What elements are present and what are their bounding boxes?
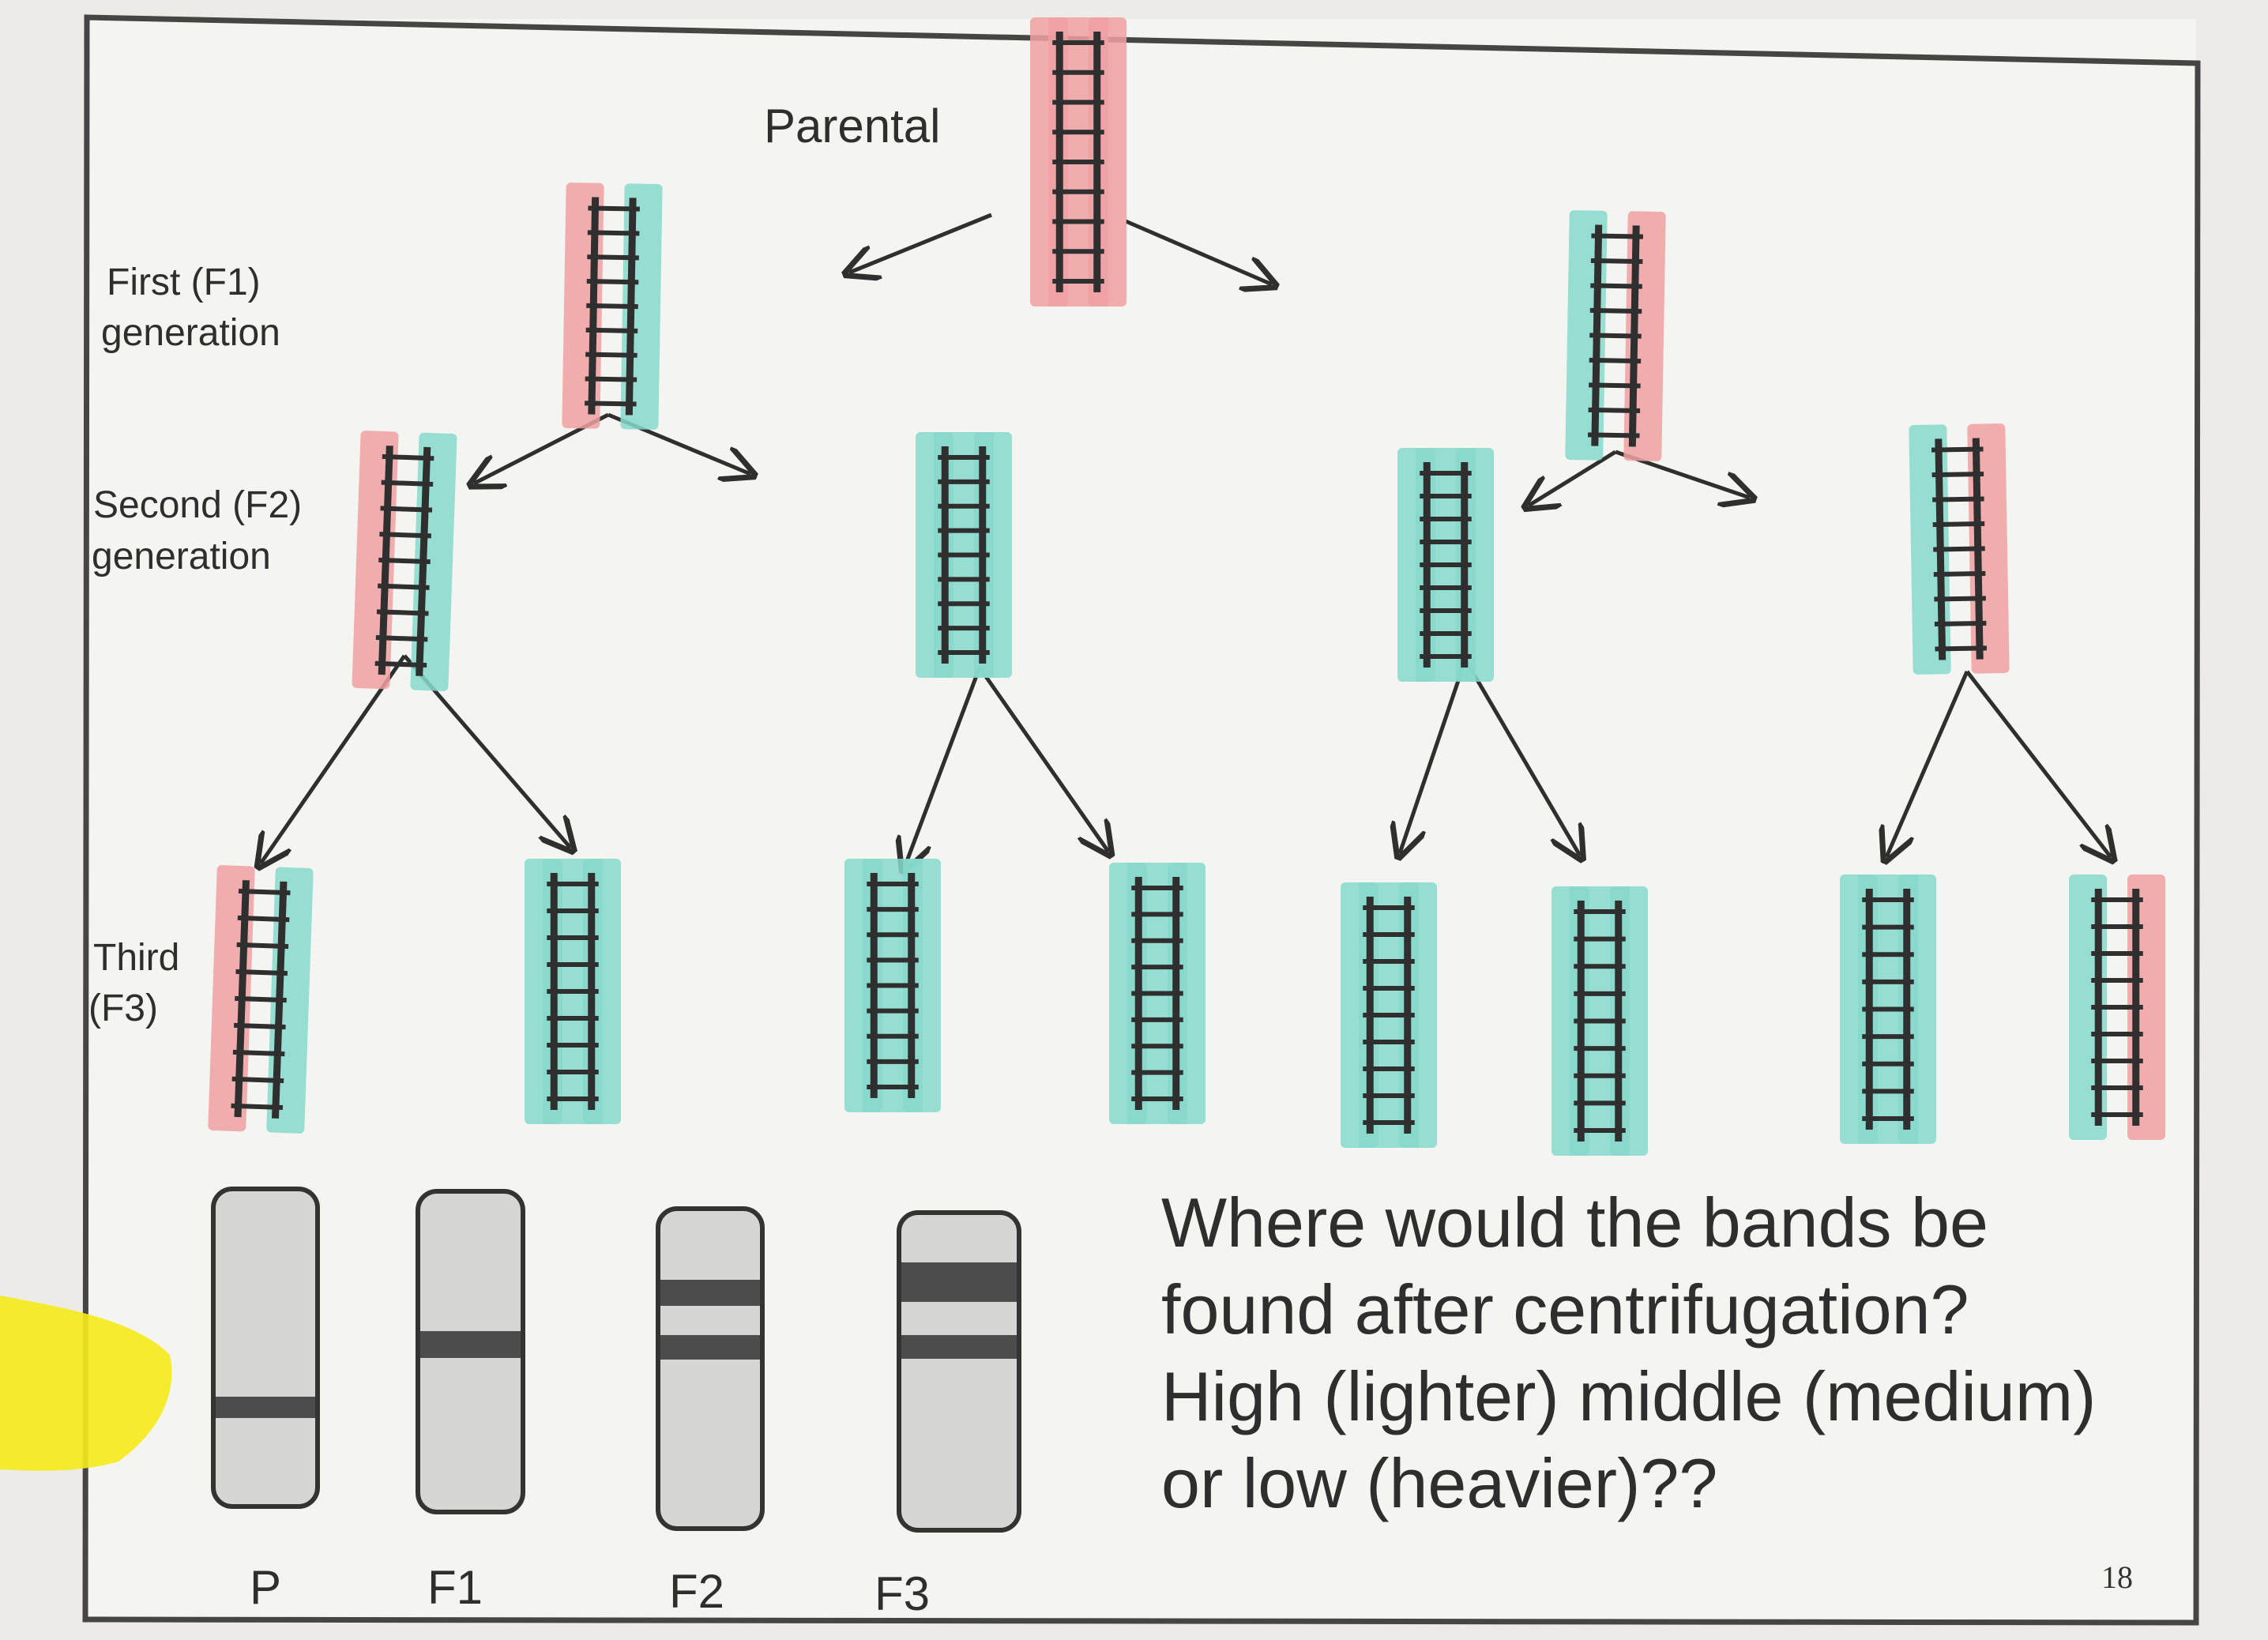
dna-ladder-f3-7 — [1840, 875, 1936, 1144]
base-pair-rung — [585, 327, 638, 333]
base-pair-rung — [233, 1022, 286, 1030]
dna-ladder-f2-4 — [1909, 423, 2010, 675]
tube-label-f2: F2 — [669, 1565, 724, 1618]
tube-f1 — [416, 1189, 525, 1514]
base-pair-rung — [235, 969, 288, 976]
f2-label-line1: Second (F2) — [93, 484, 302, 526]
f3-label-line1: Third — [93, 937, 179, 979]
base-pair-rung — [1932, 521, 1985, 528]
base-pair-rung — [231, 1076, 284, 1084]
dna-ladder-f1-right — [1565, 210, 1666, 461]
base-pair-rung — [237, 915, 290, 923]
base-pair-rung — [586, 279, 639, 285]
base-pair-rung — [381, 480, 434, 487]
base-pair-rung — [1589, 307, 1642, 314]
dna-ladder-f1-left — [562, 182, 663, 430]
base-pair-rung — [1933, 546, 1985, 552]
tube-label-f3: F3 — [874, 1567, 930, 1620]
dna-ladder-f3-1 — [208, 865, 314, 1134]
centrifuge-tubes — [211, 1187, 1021, 1533]
question-line-1: Where would the bands be — [1161, 1183, 1988, 1262]
base-pair-rung — [378, 557, 431, 565]
f1-label-line1: First (F1) — [107, 261, 261, 303]
page-frame — [82, 14, 2201, 1626]
base-pair-rung — [375, 635, 428, 642]
base-pair-rung — [382, 453, 434, 461]
base-pair-rung — [235, 995, 287, 1003]
base-pair-rung — [1931, 471, 1984, 478]
base-pair-rung — [587, 230, 640, 236]
base-pair-rung — [1589, 357, 1642, 364]
dna-ladder-f2-1 — [352, 431, 457, 691]
tube-f3-band-upper — [901, 1262, 1017, 1302]
base-pair-rung — [236, 942, 289, 950]
tube-label-f1: F1 — [427, 1561, 483, 1614]
dna-ladder-f3-6 — [1551, 886, 1648, 1156]
base-pair-rung — [376, 609, 429, 616]
page-number: 18 — [2101, 1559, 2133, 1595]
base-pair-rung — [378, 583, 430, 590]
base-pair-rung — [238, 888, 291, 896]
tube-label-p: P — [250, 1561, 281, 1614]
dna-ladder-f3-4 — [1109, 863, 1205, 1124]
tube-f2-band-upper — [660, 1280, 760, 1306]
base-pair-rung — [1934, 596, 1986, 602]
dna-ladder-f3-8 — [2069, 875, 2165, 1140]
dna-ladder-f2-3 — [1397, 448, 1494, 682]
question-line-3: High (lighter) middle (medium) — [1161, 1357, 2096, 1435]
tube-f1-band — [420, 1331, 521, 1358]
base-pair-rung — [379, 532, 431, 539]
tube-f3 — [897, 1210, 1021, 1533]
dna-ladder-parental — [1030, 17, 1126, 307]
tube-p-band — [216, 1397, 315, 1418]
f1-label-line2: generation — [101, 312, 280, 354]
base-pair-rung — [1935, 645, 1987, 652]
base-pair-rung — [586, 303, 638, 310]
dna-ladder-f3-3 — [844, 859, 941, 1112]
base-pair-rung — [585, 376, 638, 382]
base-pair-rung — [1588, 407, 1641, 414]
base-pair-rung — [587, 254, 639, 261]
dna-ladder-f3-5 — [1341, 882, 1437, 1148]
dna-ladder-f2-2 — [916, 432, 1012, 678]
base-pair-rung — [588, 205, 640, 212]
f2-label-line2: generation — [92, 536, 271, 577]
parental-label: Parental — [764, 100, 940, 152]
tube-p — [211, 1187, 320, 1509]
base-pair-rung — [1590, 283, 1642, 289]
dna-ladder-f3-2 — [525, 859, 621, 1124]
base-pair-rung — [1591, 233, 1643, 239]
base-pair-rung — [232, 1049, 285, 1057]
f3-label-line2: (F3) — [88, 987, 158, 1029]
dna-molecules — [208, 17, 2165, 1156]
tube-f2 — [656, 1206, 765, 1531]
base-pair-rung — [231, 1103, 284, 1111]
base-pair-rung — [1932, 496, 1984, 502]
base-pair-rung — [1589, 382, 1641, 389]
highlighter-mark — [0, 1296, 172, 1471]
base-pair-rung — [585, 401, 637, 407]
tube-f3-band-lower — [901, 1335, 1017, 1359]
question-line-2: found after centrifugation? — [1161, 1270, 1969, 1348]
base-pair-rung — [1588, 432, 1640, 438]
question-line-4: or low (heavier)?? — [1161, 1444, 1717, 1522]
base-pair-rung — [380, 506, 433, 513]
base-pair-rung — [1589, 333, 1642, 339]
base-pair-rung — [1934, 620, 1987, 627]
base-pair-rung — [374, 660, 427, 668]
tube-f2-band-lower — [660, 1335, 760, 1360]
